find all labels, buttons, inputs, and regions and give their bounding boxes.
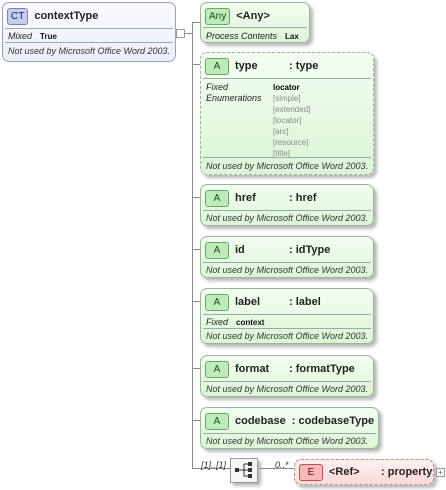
collapse-minus-icon[interactable] — [176, 29, 185, 38]
connector-to-format — [192, 368, 200, 369]
divider — [203, 433, 376, 434]
attribute-name: href — [235, 192, 256, 204]
connector-to-codebase — [192, 420, 200, 421]
fixed-value: context — [236, 318, 265, 327]
mixed-value: True — [40, 32, 57, 41]
enum-item: [arc] — [273, 127, 289, 136]
connector-to-sequence — [192, 468, 230, 469]
attribute-name: id — [235, 244, 245, 256]
connector-to-href — [192, 197, 200, 198]
connector-to-any — [192, 22, 200, 23]
attribute-type: : type — [289, 60, 319, 72]
connector-trunk — [192, 22, 193, 468]
attribute-icon: A — [205, 241, 229, 259]
process-contents-label: Process Contents — [206, 31, 278, 41]
divider — [203, 27, 307, 28]
enum-item: [extended] — [273, 105, 311, 114]
attribute-type: : label — [289, 296, 321, 308]
attribute-note: Not used by Microsoft Office Word 2003. — [206, 331, 369, 341]
element-type: : property — [381, 466, 433, 478]
attribute-note: Not used by Microsoft Office Word 2003. — [206, 436, 369, 446]
fixed-label: Fixed — [206, 317, 229, 327]
connector-ct-to-trunk — [178, 33, 192, 34]
sequence-compositor[interactable] — [230, 458, 258, 483]
attribute-note: Not used by Microsoft Office Word 2003. — [206, 384, 369, 394]
element-cardinality: 0..* — [275, 460, 289, 470]
connector-sequence-to-element — [260, 468, 294, 469]
attribute-icon: A — [205, 412, 229, 430]
enum-item: [simple] — [273, 94, 301, 103]
any-title: <Any> — [236, 10, 270, 22]
attribute-note: Not used by Microsoft Office Word 2003. — [206, 213, 369, 223]
divider — [5, 28, 173, 29]
attribute-format-box[interactable]: A format : formatType Not used by Micros… — [200, 355, 374, 397]
enum-item: [resource] — [273, 138, 309, 147]
divider — [203, 328, 371, 329]
attribute-icon: A — [205, 57, 229, 75]
sequence-icon — [235, 462, 252, 478]
attribute-type: : href — [289, 192, 317, 204]
divider — [203, 262, 371, 263]
fixed-label: Fixed — [206, 82, 229, 92]
divider — [203, 210, 371, 211]
attribute-icon: A — [205, 293, 229, 311]
expand-plus-icon[interactable]: + — [436, 468, 445, 477]
complex-type-name: contextType — [34, 10, 99, 22]
attribute-type: : codebaseType — [291, 415, 375, 427]
complex-type-icon: CT — [7, 7, 29, 25]
attribute-name: format — [235, 363, 270, 375]
attribute-type-box[interactable]: A type : type Fixed Enumerations locator… — [200, 52, 374, 175]
attribute-id-box[interactable]: A id : idType Not used by Microsoft Offi… — [200, 236, 374, 278]
element-name: <Ref> — [329, 466, 360, 478]
mixed-label: Mixed — [8, 31, 33, 41]
divider — [203, 78, 371, 79]
fixed-value: locator — [273, 83, 300, 92]
attribute-label-box[interactable]: A label : label Fixed context Not used b… — [200, 288, 374, 344]
divider — [203, 157, 371, 158]
connector-to-label — [192, 301, 200, 302]
complex-type-note: Not used by Microsoft Office Word 2003. — [8, 46, 171, 56]
connector-to-id — [192, 249, 200, 250]
attribute-icon: A — [205, 360, 229, 378]
connector-to-type — [192, 64, 200, 65]
attribute-href-box[interactable]: A href : href Not used by Microsoft Offi… — [200, 184, 374, 226]
element-ref-box[interactable]: E <Ref> : property — [294, 459, 434, 485]
enum-item: [title] — [273, 149, 290, 158]
enumerations-label: Enumerations — [206, 93, 262, 103]
enum-item: [locator] — [273, 116, 302, 125]
any-icon: Any — [205, 7, 231, 25]
divider — [203, 314, 371, 315]
attribute-name: label — [235, 296, 261, 308]
any-box[interactable]: Any <Any> Process Contents Lax — [200, 2, 310, 43]
divider — [5, 42, 173, 43]
attribute-type: : formatType — [289, 363, 355, 375]
element-icon: E — [299, 463, 323, 481]
attribute-name: type — [235, 60, 258, 72]
attribute-codebase-box[interactable]: A codebase : codebaseType Not used by Mi… — [200, 407, 379, 449]
attribute-note: Not used by Microsoft Office Word 2003. — [206, 161, 369, 171]
attribute-type: : idType — [289, 244, 331, 256]
attribute-name: codebase — [235, 415, 286, 427]
divider — [203, 381, 371, 382]
attribute-icon: A — [205, 189, 229, 207]
complex-type-box[interactable]: CT contextType Mixed True Not used by Mi… — [2, 2, 176, 62]
process-contents-value: Lax — [285, 32, 299, 41]
sequence-cardinality: [1]..[1] — [201, 460, 227, 470]
attribute-note: Not used by Microsoft Office Word 2003. — [206, 265, 369, 275]
